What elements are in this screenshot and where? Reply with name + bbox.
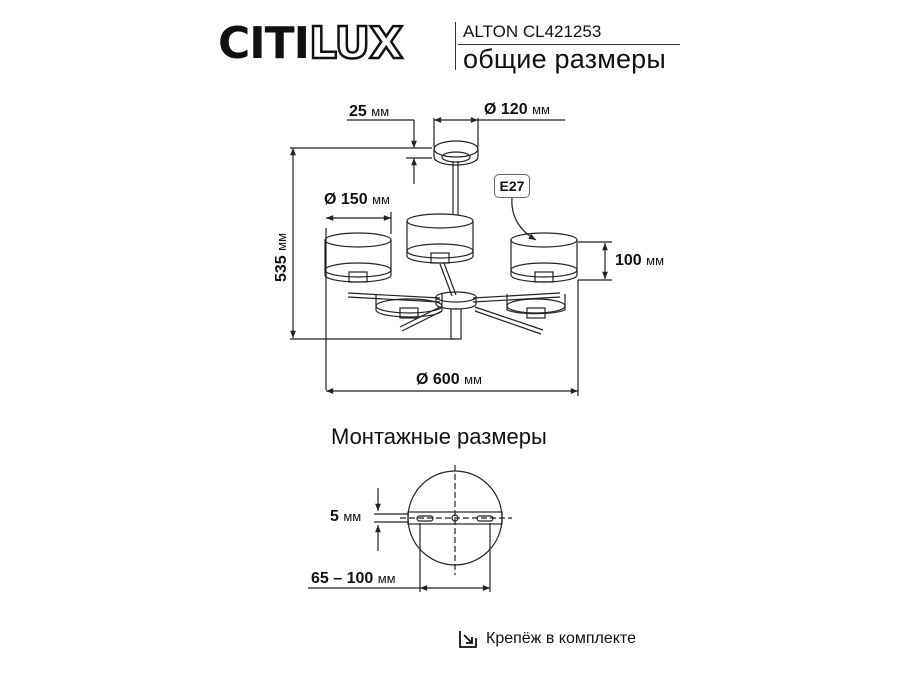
- mounting-section-title: Монтажные размеры: [331, 424, 547, 449]
- shade-right-bottom: [506, 294, 566, 319]
- dim-bracket-width: 5 мм: [330, 508, 362, 525]
- page-subtitle: общие размеры: [463, 44, 667, 74]
- shade-left-top: [324, 232, 392, 283]
- shade-right-top: [510, 232, 578, 283]
- mounting-kit-note: Крепёж в комплекте: [458, 629, 636, 649]
- shade-center-top: [406, 213, 474, 264]
- arrow-into-box-icon: [459, 631, 477, 648]
- canopy: [433, 140, 479, 215]
- header-divider-horizontal: [458, 44, 680, 45]
- dim-hole-spacing: 65 – 100 мм: [311, 570, 396, 587]
- dim-shade-height: 100 мм: [615, 252, 665, 269]
- dim-total-diameter: Ø 600 мм: [416, 371, 482, 388]
- brand-logo-part1: CITI: [218, 18, 310, 69]
- brand-logo: CITILUX: [218, 17, 405, 71]
- socket-type-badge: E27: [494, 174, 530, 198]
- brand-logo-part2: LUX: [308, 17, 405, 71]
- dim-total-height: 535 мм: [273, 232, 290, 282]
- mounting-kit-label: Крепёж в комплекте: [486, 630, 636, 647]
- dim-canopy-height: 25 мм: [349, 103, 390, 120]
- dim-shade-diameter: Ø 150 мм: [324, 191, 390, 208]
- header-divider-vertical: [455, 22, 456, 70]
- mounting-plate: [400, 465, 512, 575]
- arms: [347, 262, 561, 340]
- model-name: ALTON CL421253: [463, 22, 602, 41]
- dim-canopy-diameter: Ø 120 мм: [484, 101, 550, 118]
